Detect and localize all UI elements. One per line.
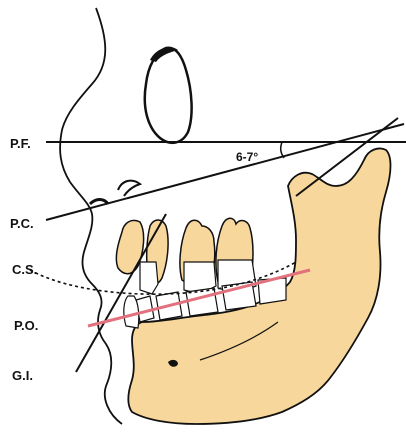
label-angle: 6-7° — [236, 150, 258, 164]
nostril-curve — [118, 181, 140, 196]
lower-incisor — [124, 296, 139, 328]
label-cs: C.S. — [12, 262, 37, 277]
label-pf: P.F. — [10, 136, 31, 151]
orbit — [145, 48, 192, 143]
label-po: P.O. — [14, 318, 38, 333]
label-gi: G.I. — [12, 368, 33, 383]
facial-profile — [60, 8, 122, 424]
label-pc: P.C. — [10, 216, 34, 231]
